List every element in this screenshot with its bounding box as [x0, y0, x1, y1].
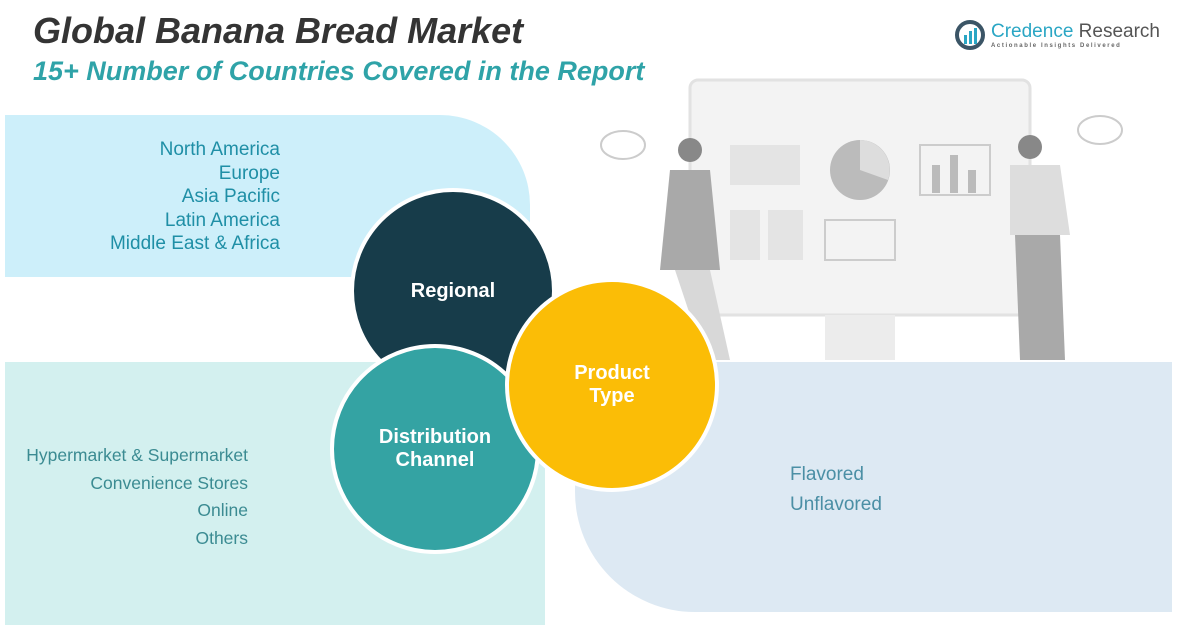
list-item: Latin America [164, 209, 280, 231]
brand-logo: Credence Research Actionable Insights De… [955, 20, 1160, 50]
list-item: Asia Pacific [181, 186, 280, 207]
list-item: Online [197, 500, 248, 520]
list-item: Convenience Stores [90, 472, 248, 493]
logo-tagline: Actionable Insights Delivered [991, 43, 1122, 49]
list-item: Hypermarket & Supermarket [26, 445, 248, 465]
list-item: Flavored [790, 464, 864, 485]
product-circle: Product Type [505, 278, 719, 492]
product-label: Product Type [574, 362, 650, 407]
list-item: Europe [218, 162, 280, 184]
distribution-list: Hypermarket & Supermarket Convenience St… [26, 442, 248, 552]
page-title: Global Banana Bread Market [33, 10, 524, 51]
list-item: Unflavored [790, 494, 882, 515]
page-subtitle: 15+ Number of Countries Covered in the R… [33, 56, 645, 86]
logo-chart-icon [955, 20, 985, 50]
regional-list: North America Europe Asia Pacific Latin … [110, 138, 280, 256]
regional-label: Regional [410, 279, 496, 302]
distribution-label: Distribution Channel [378, 426, 492, 471]
presentation-illustration [600, 78, 1123, 360]
logo-name-2: Research [1073, 21, 1160, 42]
list-item: Middle East & Africa [109, 233, 280, 254]
list-item: Others [195, 527, 248, 548]
product-list: Flavored Unflavored [790, 460, 882, 520]
list-item: North America [159, 139, 280, 160]
logo-name-1: Credence [991, 21, 1074, 42]
